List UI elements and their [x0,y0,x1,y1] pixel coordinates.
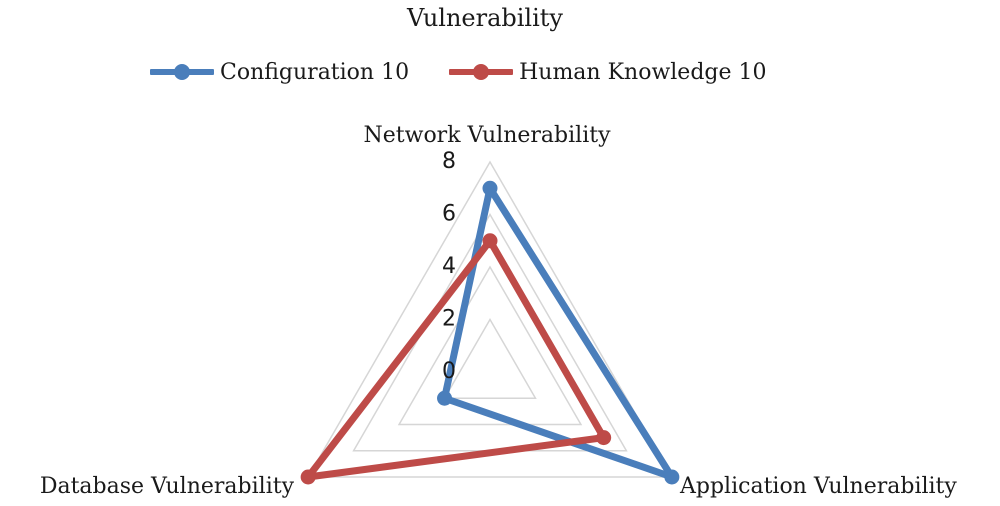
grid-ring-4 [397,265,583,426]
legend-marker-series-0 [174,64,190,80]
series-0 [437,180,680,485]
legend-label-series-0: Configuration 10 [220,59,410,85]
legend-item-series-1: Human Knowledge 10 [449,59,767,85]
series-line-1 [304,237,608,481]
tick-label-3: 6 [442,202,456,227]
series-line-0 [441,184,676,481]
axis-label-1: Application Vulnerability [679,474,957,499]
chart-title: Vulnerability [407,4,563,32]
radial-tick-labels: 0 2 4 6 8 [442,149,456,384]
axis-labels: Network Vulnerability Application Vulner… [40,123,958,499]
legend: Configuration 10 Human Knowledge 10 [150,52,850,92]
tick-label-2: 4 [442,254,456,279]
series-1-point-1 [596,430,612,446]
series-0-point-0 [482,180,498,196]
legend-item-series-0: Configuration 10 [150,60,409,85]
grid-ring-8 [306,160,674,478]
axis-label-2: Database Vulnerability [40,474,295,499]
legend-swatch-series-1 [449,62,514,82]
axis-label-0: Network Vulnerability [364,123,612,148]
grid-ring-2 [443,317,537,399]
legend-swatch-series-0 [150,62,214,82]
series-0-point-1 [664,469,680,485]
series-1 [300,233,612,485]
tick-label-4: 8 [442,149,456,174]
tick-label-1: 2 [442,307,456,332]
series-1-point-2 [300,469,316,485]
radar-series [300,180,680,485]
tick-label-0: 0 [442,359,456,384]
legend-marker-series-1 [473,64,490,80]
series-1-point-0 [482,233,498,249]
series-0-point-2 [437,390,453,406]
radar-grid [306,160,674,478]
legend-label-series-1: Human Knowledge 10 [519,59,767,85]
